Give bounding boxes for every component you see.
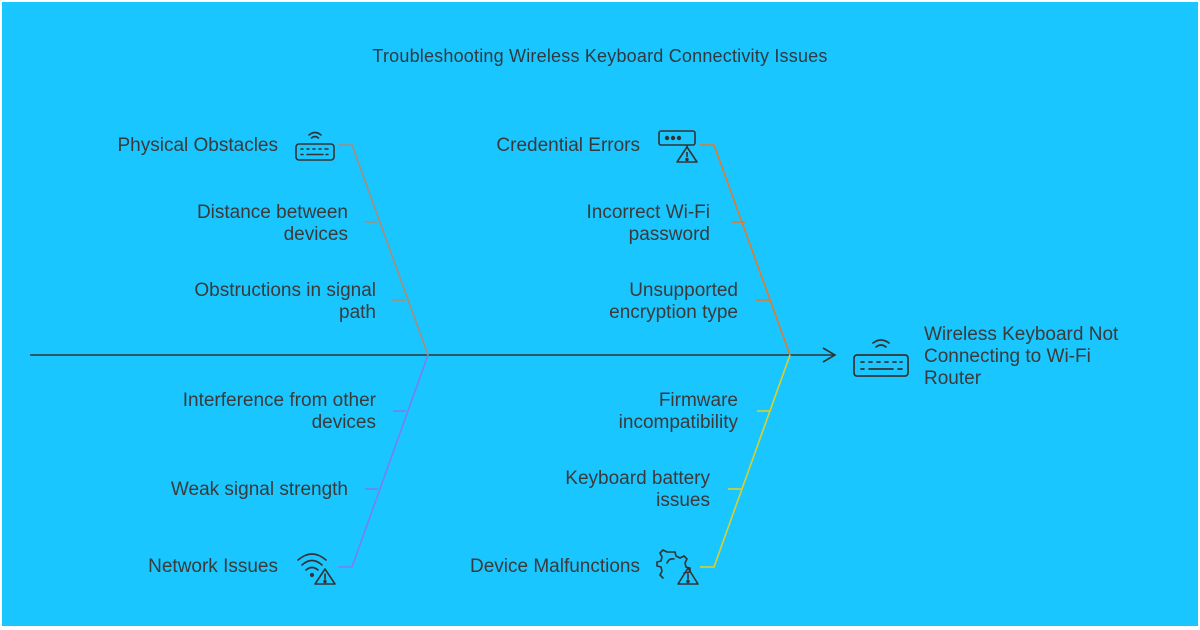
cause-line: password [628,224,710,245]
category-credential-label: Credential Errors [496,135,640,156]
cause-line: incompatibility [618,412,738,433]
effect-keyboard-icon [853,339,909,377]
cause-line: encryption type [609,302,738,323]
cause-line: Interference from other [182,390,376,411]
gear-warning-icon [656,549,699,585]
bone-network [338,354,429,568]
password-warning-icon [658,130,698,163]
cause-firmware: Firmware incompatibility [482,390,738,434]
cause-battery: Keyboard battery issues [482,468,710,512]
effect-label: Wireless Keyboard Not Connecting to Wi-F… [924,324,1184,390]
cause-line: devices [311,412,376,433]
cause-line: Unsupported [629,280,738,301]
cause-line: Obstructions in signal [194,280,376,301]
cause-obstructions: Obstructions in signal path [102,280,376,324]
cause-line: issues [656,490,710,511]
effect-line: Connecting to Wi-Fi [924,346,1091,367]
category-network-label: Network Issues [148,556,278,577]
cause-line: devices [283,224,348,245]
diagram-title: Troubleshooting Wireless Keyboard Connec… [372,46,828,66]
bone-physical [338,144,429,356]
spine-arrowhead [822,347,837,363]
cause-interference: Interference from other devices [102,390,376,434]
cause-line: Keyboard battery [565,468,710,489]
category-device-label: Device Malfunctions [469,556,640,577]
cause-incorrect-password: Incorrect Wi-Fi password [482,202,711,246]
wifi-warning-icon [297,553,336,585]
effect-line: Wireless Keyboard Not [924,324,1119,345]
bone-device [700,354,791,568]
cause-line: Firmware [658,390,738,411]
cause-weak-signal: Weak signal strength [102,479,348,501]
wireless-keyboard-icon [295,131,335,161]
cause-line: Distance between [196,202,348,223]
cause-distance: Distance between devices [102,202,348,246]
cause-line: Weak signal strength [170,479,348,500]
category-physical-label: Physical Obstacles [117,135,278,156]
cause-line: path [339,302,376,323]
cause-line: Incorrect Wi-Fi [586,202,711,223]
effect-line: Router [924,368,982,389]
bone-credential [700,144,791,356]
cause-unsupported-encryption: Unsupported encryption type [482,280,738,324]
